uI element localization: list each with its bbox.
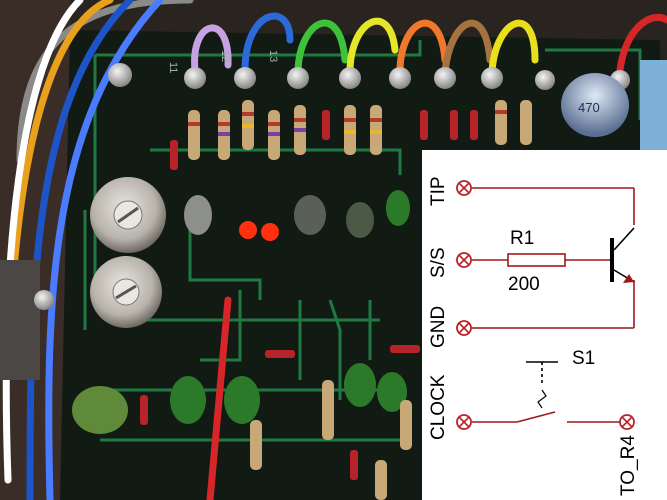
- pin-terminal-icon: [456, 414, 472, 430]
- potentiometer-icon: [90, 256, 162, 328]
- potentiometer-icon: [90, 177, 166, 253]
- pin-label-ss: S/S: [428, 247, 449, 278]
- pin-label-gnd: GND: [428, 306, 449, 348]
- switch-s1-symbol: [516, 361, 558, 423]
- electrolytic-capacitor: 470: [561, 73, 629, 137]
- pcb-pin-label: 12: [219, 50, 231, 62]
- schematic-panel: R1 200 S1: [422, 150, 667, 500]
- pin-terminal-icon: [456, 252, 472, 268]
- pcb-pin-label: 13: [267, 50, 279, 62]
- pcb-pin-label: 11: [167, 62, 179, 73]
- resistor-value: 200: [508, 274, 540, 295]
- capacitor-marking: 470: [578, 100, 600, 115]
- pin-terminal-icon: [619, 414, 635, 430]
- resistor-r1-symbol: [507, 253, 566, 267]
- pin-terminal-icon: [456, 180, 472, 196]
- pin-label-tip: TIP: [428, 176, 449, 206]
- transistor-symbol: [610, 227, 635, 283]
- resistor-name: R1: [510, 228, 534, 249]
- switch-name: S1: [572, 348, 595, 369]
- pin-terminal-icon: [456, 320, 472, 336]
- pin-label-clock: CLOCK: [428, 374, 449, 440]
- pin-label-to-r4: TO_R4: [618, 435, 639, 496]
